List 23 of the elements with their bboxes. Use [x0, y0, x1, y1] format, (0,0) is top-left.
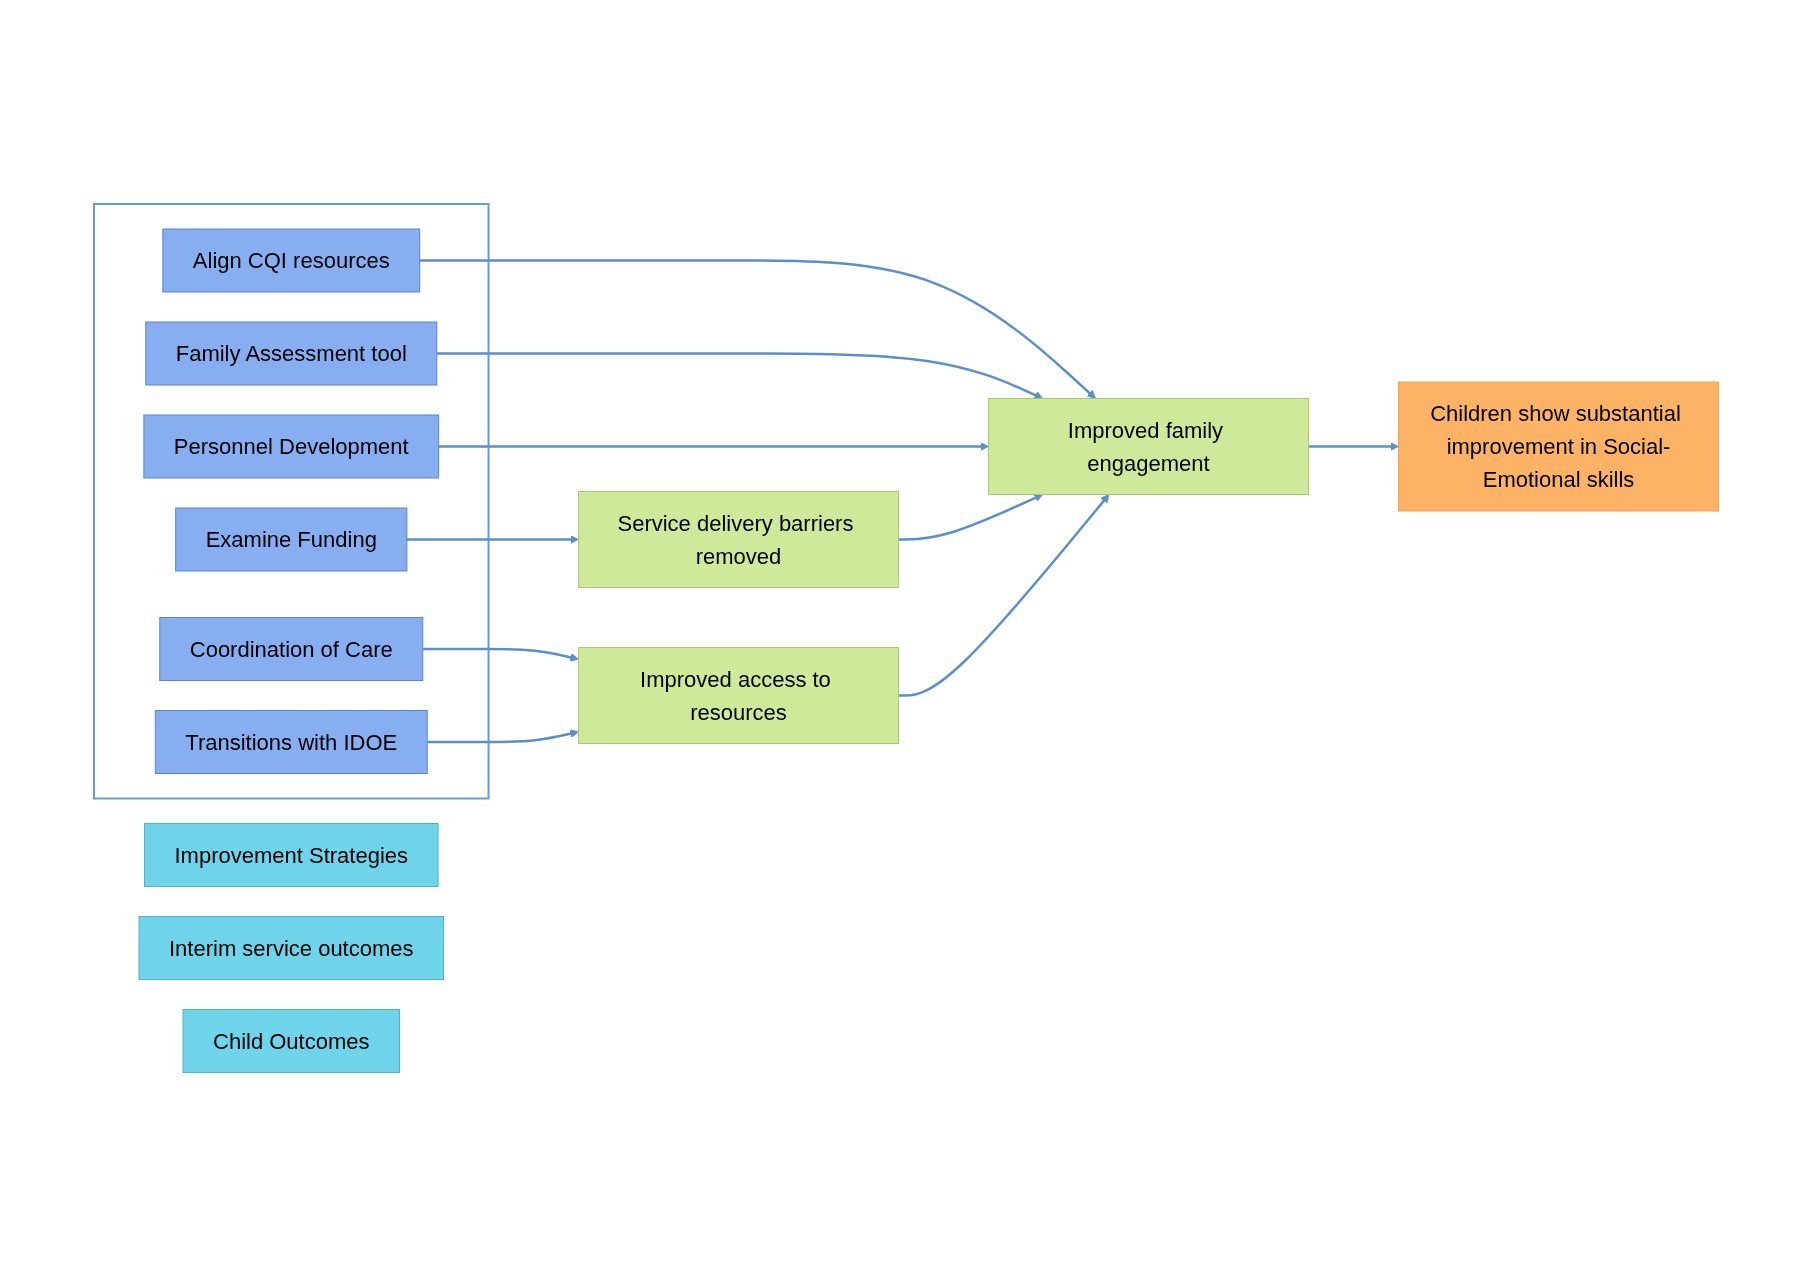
arrow — [407, 535, 580, 545]
node-box: Personnel Development — [143, 414, 440, 479]
node-box: Improved access to resources — [578, 647, 900, 745]
node-box: Align CQI resources — [162, 228, 421, 293]
node-box: Transitions with IDOE — [155, 710, 428, 775]
arrow — [427, 729, 580, 744]
node-box: Improved family engagement — [988, 398, 1310, 496]
arrow — [423, 648, 580, 662]
node-box: Service delivery barriers removed — [578, 491, 900, 589]
node-box: Coordination of Care — [159, 617, 424, 682]
arrow — [898, 494, 1110, 697]
cluster — [93, 203, 490, 800]
node-box: Family Assessment tool — [145, 321, 438, 386]
arrow — [437, 352, 1044, 400]
arrow — [1308, 442, 1400, 452]
node-box: Children show substantial improvement in Social-Emotional skills — [1398, 381, 1720, 512]
node-box: Improvement Strategies — [144, 823, 439, 888]
node-box: Interim service outcomes — [138, 916, 445, 981]
arrow — [898, 494, 1044, 541]
node-box: Child Outcomes — [182, 1009, 401, 1074]
node-box: Examine Funding — [175, 507, 408, 572]
arrow — [419, 259, 1097, 400]
arrow — [438, 442, 990, 452]
